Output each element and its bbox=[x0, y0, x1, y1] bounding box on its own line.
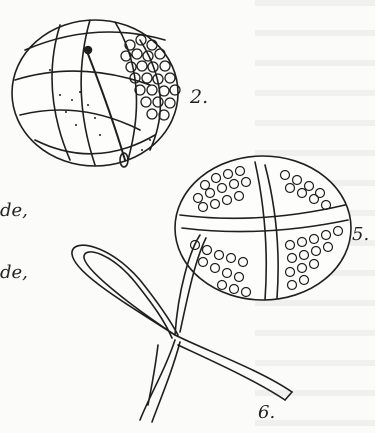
ball-figure-5 bbox=[175, 156, 351, 300]
text-fragment-2: de, bbox=[0, 262, 28, 283]
ball-figure-2 bbox=[12, 20, 180, 167]
figure-label-6: 6. bbox=[258, 402, 275, 423]
text-fragment-1: de, bbox=[0, 200, 28, 221]
figure-label-2: 2. bbox=[190, 86, 208, 108]
figure-label-5: 5. bbox=[352, 224, 369, 245]
